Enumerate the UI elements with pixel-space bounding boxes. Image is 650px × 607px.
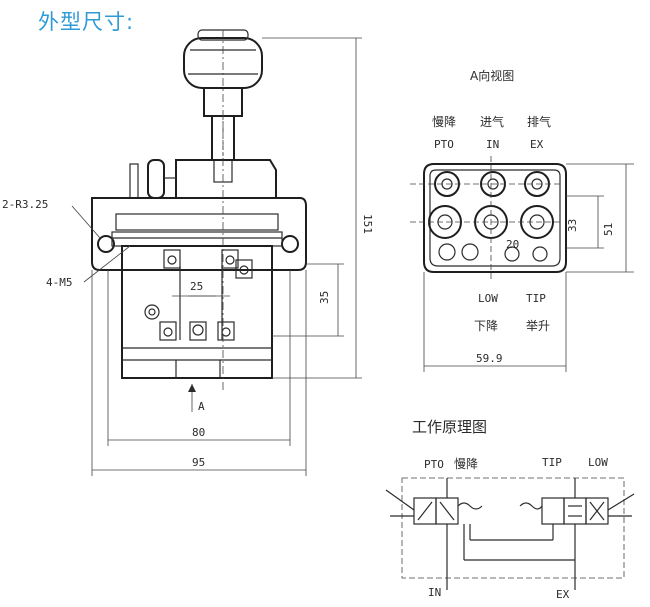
port-low-en: LOW [478, 292, 498, 305]
valve-body [121, 245, 273, 379]
label-thread: 4-M5 [46, 276, 73, 289]
view-arrow-label: A [198, 400, 205, 413]
port-pto-en: PTO [434, 138, 454, 151]
schematic-ex: EX [556, 588, 570, 601]
port-pto-cn: 慢降 [432, 115, 456, 129]
dim-35: 35 [318, 291, 331, 304]
port-low-cn: 下降 [474, 319, 498, 333]
schematic-pto-cn: 慢降 [454, 457, 478, 471]
dim-59-9: 59.9 [476, 352, 503, 365]
dim-95: 95 [192, 456, 205, 469]
dim-51: 51 [602, 223, 615, 236]
a-view-title: A向视图 [470, 68, 514, 83]
schematic-low: LOW [588, 456, 608, 469]
dimensions-front [71, 37, 362, 476]
port-tip-en: TIP [526, 292, 546, 305]
page-title: 外型尺寸: [38, 10, 135, 34]
port-ex-cn: 排气 [527, 114, 551, 129]
dim-80: 80 [192, 426, 205, 439]
front-view: 2-R3.25 4-M5 25 35 151 80 95 A [2, 29, 374, 476]
port-in-cn: 进气 [480, 114, 504, 129]
schematic-title: 工作原理图 [412, 418, 487, 436]
port-tip-cn: 举升 [526, 319, 550, 333]
dim-151: 151 [361, 214, 374, 234]
upper-housing [129, 159, 277, 199]
schematic: 工作原理图 PTO 慢降 TIP LOW [385, 418, 635, 601]
a-view: A向视图 慢降 进气 排气 PTO IN EX [410, 68, 634, 372]
port-ex-en: EX [530, 138, 544, 151]
schematic-pto: PTO [424, 458, 444, 471]
dim-33: 33 [566, 219, 579, 232]
schematic-tip: TIP [542, 456, 562, 469]
schematic-in: IN [428, 586, 441, 599]
dim-25: 25 [190, 280, 203, 293]
dim-20: 20 [506, 238, 519, 251]
port-in-en: IN [486, 138, 499, 151]
label-radius: 2-R3.25 [2, 198, 48, 211]
mounting-flange [91, 197, 307, 271]
